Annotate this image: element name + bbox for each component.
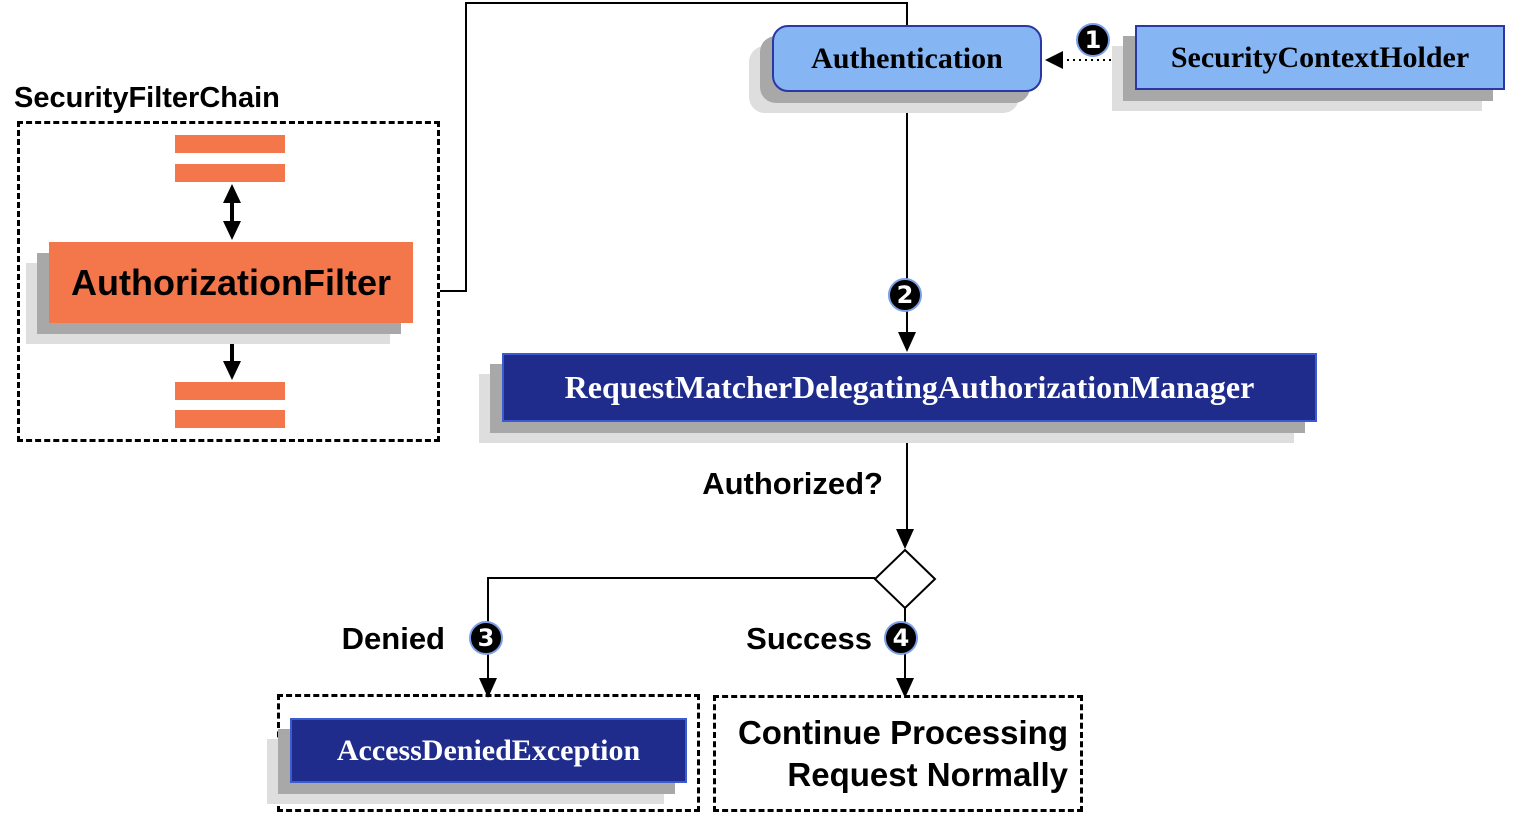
denied-outcome-container — [277, 694, 700, 812]
decision-diamond — [873, 548, 937, 610]
security-filter-chain-title: SecurityFilterChain — [14, 82, 280, 114]
continue-processing-node: Continue Processing Request Normally — [713, 695, 1083, 812]
step-4-badge: 4 — [884, 621, 918, 655]
security-filter-chain-container — [17, 121, 440, 442]
filter-placeholder-bar-2 — [175, 164, 285, 182]
arrowhead-into-manager — [898, 332, 916, 352]
arrowhead-into-diamond — [896, 529, 914, 549]
upper-double-arrow-head-up — [223, 184, 241, 203]
step-3-badge: 3 — [469, 621, 503, 655]
lower-double-arrow-head-down — [223, 361, 241, 380]
arrowhead-success — [896, 678, 914, 698]
arrowhead-denied — [479, 678, 497, 698]
arrowhead-into-authentication — [1045, 51, 1063, 69]
security-context-holder-node: SecurityContextHolder — [1135, 25, 1505, 90]
authentication-node: Authentication — [772, 25, 1042, 92]
denied-label: Denied — [341, 621, 445, 656]
filter-placeholder-bar-1 — [175, 135, 285, 153]
authorized-question-label: Authorized? — [702, 466, 883, 501]
success-label: Success — [746, 621, 872, 656]
filter-to-manager-connector — [440, 2, 908, 336]
filter-placeholder-bar-3 — [175, 382, 285, 400]
request-matcher-delegating-authorization-manager-node: RequestMatcherDelegatingAuthorizationMan… — [502, 353, 1317, 422]
authorization-filter-node: AuthorizationFilter — [49, 242, 413, 323]
step-2-badge: 2 — [888, 278, 922, 312]
filter-placeholder-bar-4 — [175, 410, 285, 428]
access-denied-exception-node: AccessDeniedException — [290, 718, 687, 783]
step-1-badge: 1 — [1076, 23, 1110, 57]
lower-double-arrow-head-up — [223, 325, 241, 344]
upper-double-arrow-head-down — [223, 221, 241, 240]
